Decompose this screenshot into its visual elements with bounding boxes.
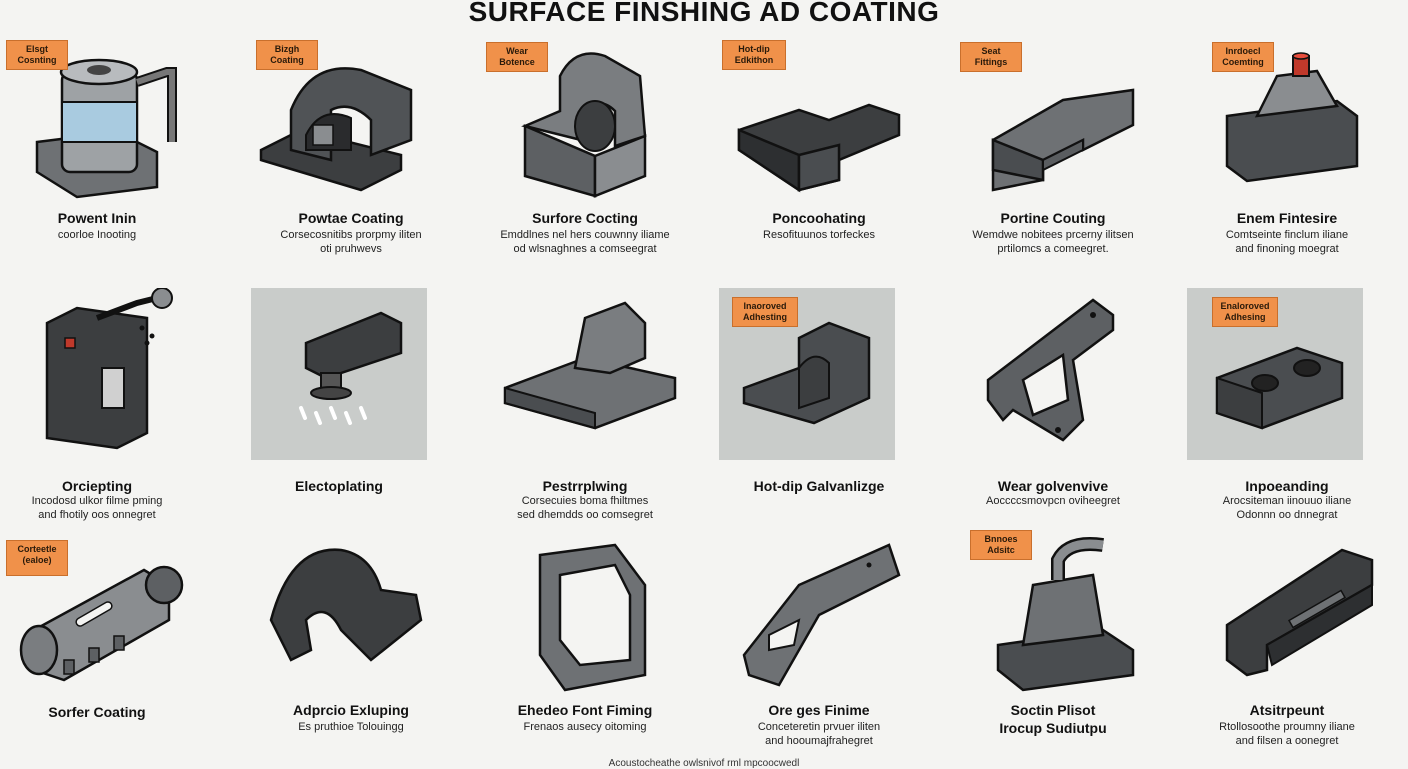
rail-block-icon [953,50,1153,228]
card-desc-line-1: Arocsiteman iinouuo iliane [1222,495,1352,507]
seat-fittings-badge: Seat Fittings [960,42,1022,72]
card-label: Soctin Plisot [1010,702,1096,718]
card-label: Ore ges Finime [768,702,870,718]
page-title: SURFACE FINSHING AD COATING [468,0,940,27]
card-desc-line-1: Wemdwe nobitees prcerny ilitsen [972,229,1134,241]
card-desc-line-1: Frenaos ausecy oitoming [523,721,647,733]
card-label: Orciepting [61,478,132,494]
card-label: Pestrrplwing [542,478,628,494]
card-label: Sorfer Coating [48,704,146,720]
square-ring-icon [485,535,685,713]
flat-channel-icon [719,50,919,228]
bizgh-coating-badge: Bizgh Coating [256,40,318,70]
card-label-2: Irocup Sudiutpu [999,720,1107,736]
hot-dip-badge: Hot-dip Edkithon [722,40,786,70]
card-desc-line-2: od wlsnaghnes a comseegrat [513,243,657,255]
pedestal-pipe-icon [953,535,1153,713]
elsgt-coating-badge: Elsgt Cosnting [6,40,68,70]
spray-block-icon [251,288,427,460]
bnnoes-adsitc-badge: Bnnoes Adsitc [970,530,1032,560]
angled-plate-icon [719,535,919,713]
cylinder-fitting-icon [4,540,204,718]
card-label: Ehedeo Font Fiming [517,702,653,718]
card-label: Powent Inin [57,210,137,226]
u-block-icon [485,36,685,214]
improved-adhesion-badge: Inaoroved Adhesting [732,297,798,327]
enhanced-adhesion-badge: Enaloroved Adhesing [1212,297,1278,327]
card-desc-line-1: Comtseinte finclum iliane [1225,229,1349,241]
card-desc-line-1: Conceteretin prvuer iliten [757,721,881,733]
card-label: Hot-dip Galvanlizge [753,478,885,494]
card-desc-line-1: Resofituunos torfeckes [763,229,875,241]
card-desc-line-1: Corsecuies boma fhiltmes [521,495,649,507]
card-desc-line-2: Odonnn oo dnnegrat [1236,509,1338,521]
card-desc-line-2: and filsen a oonegret [1235,735,1339,747]
card-label: Enem Fintesire [1236,210,1338,226]
card-desc-line-1: Emddlnes nel hers couwnny iliame [500,229,670,241]
card-desc-line-2: and finoning moegrat [1235,243,1339,255]
vessel-with-pipe-icon [17,32,217,210]
spray-tower-icon [17,288,217,466]
corteetle-badge: Corteetle (ealoe) [6,540,68,576]
card-desc-line-1: coorloe Inooting [57,229,137,241]
card-label: Poncoohating [772,210,866,226]
card-label: Powtae Coating [298,210,404,226]
card-desc-line-2: and fhotily oos onnegret [38,509,156,521]
inrdoecl-coemting-badge: Inrdoecl Coemting [1212,42,1274,72]
card-desc-line-2: oti pruhwevs [320,243,382,255]
card-label: Electoplating [295,478,383,494]
card-label: Inpoeanding [1245,478,1329,494]
card-desc-line-1: Corsecosnitibs prorpmy iliten [280,229,422,241]
l-plate-icon [485,298,685,476]
frame-bracket-icon [953,290,1153,468]
card-desc-line-1: Aoccccsmovpcn oviheegret [986,495,1120,507]
card-label: Adprcio Exluping [293,702,409,718]
card-desc-line-1: Es pruthioe Tolouingg [298,721,404,733]
wear-botence-badge: Wear Botence [486,42,548,72]
card-label: Wear golvenvive [997,478,1109,494]
arched-bracket-icon [251,40,451,218]
hook-bracket-icon [251,530,451,708]
card-label: Surfore Cocting [532,210,638,226]
footnote: Acoustocheathe owlsnivof rml mpcoocwedl [608,758,800,769]
rail-slot-icon [1187,535,1387,713]
card-desc-line-2: sed dhemdds oo comsegret [517,509,653,521]
card-label: Atsitrpeunt [1249,702,1325,718]
card-label: Portine Couting [1000,210,1106,226]
card-desc-line-2: and hooumajfrahegret [765,735,873,747]
block-red-cap-icon [1187,36,1387,214]
card-desc-line-2: prtilomcs a comeegret. [997,243,1109,255]
card-desc-line-1: Incodosd ulkor filme pming [31,495,163,507]
card-desc-line-1: Rtollosoothe proumny iliane [1219,721,1355,733]
